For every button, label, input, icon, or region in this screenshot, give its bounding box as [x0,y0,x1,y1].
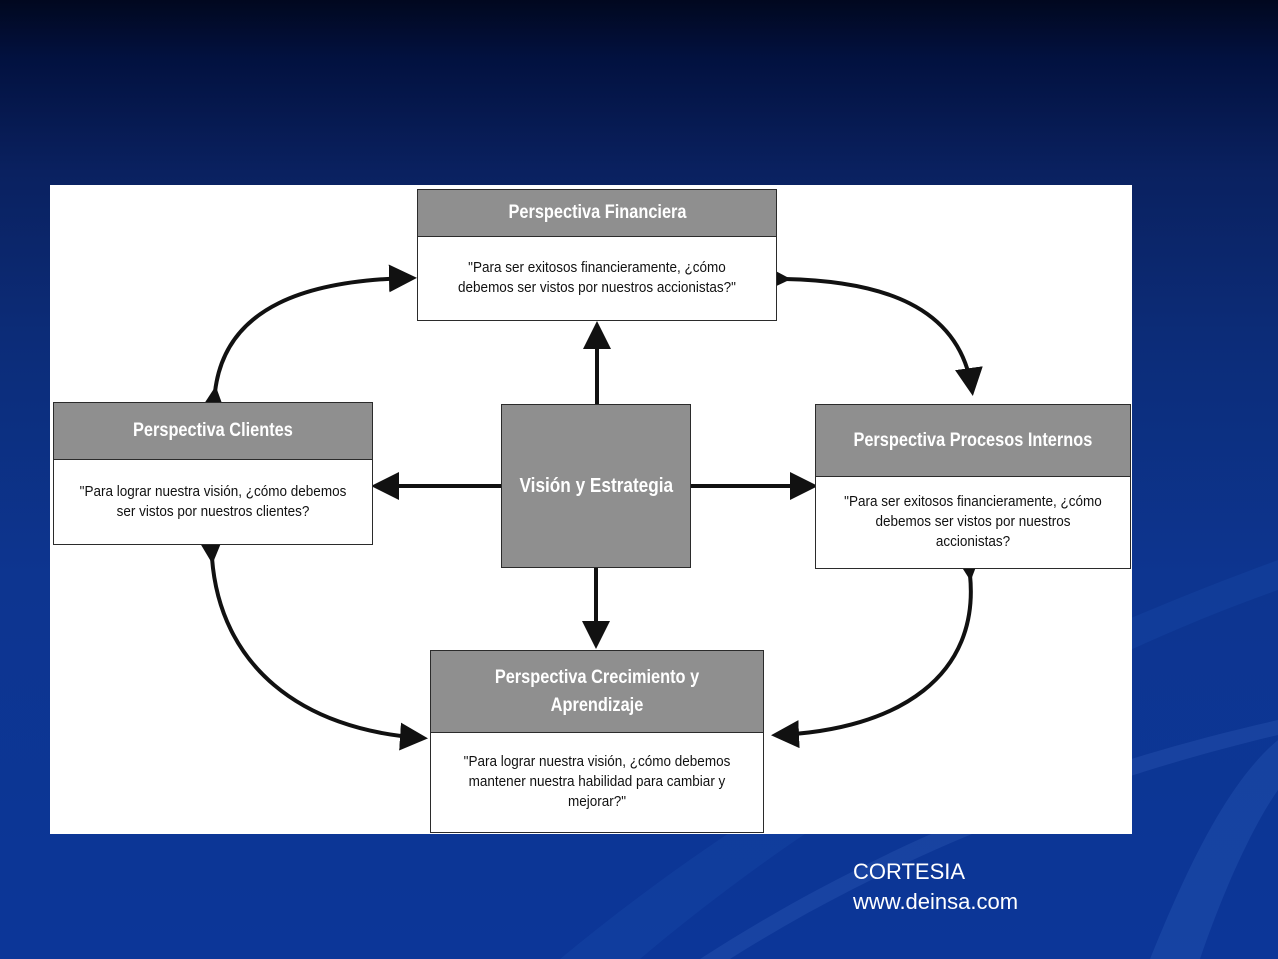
box-vision-estrategia: Visión y Estrategia [501,404,691,568]
arrow-procesos-crecimiento [771,551,982,749]
box-crecimiento-body: "Para lograr nuestra visión, ¿cómo debem… [431,733,763,830]
credit-text: CORTESIA www.deinsa.com [853,857,1018,917]
balanced-scorecard-diagram: Perspectiva Financiera "Para ser exitoso… [50,185,1132,834]
box-financiera-title-bar: Perspectiva Financiera [418,190,776,237]
box-perspectiva-procesos: Perspectiva Procesos Internos "Para ser … [815,404,1131,569]
credit-line-2: www.deinsa.com [853,889,1019,914]
box-clientes-body: "Para lograr nuestra visión, ¿cómo debem… [54,460,372,543]
box-crecimiento-question: "Para lograr nuestra visión, ¿cómo debem… [463,752,731,810]
box-crecimiento-title-bar: Perspectiva Crecimiento y Aprendizaje [431,651,763,733]
box-clientes-question: "Para lograr nuestra visión, ¿cómo debem… [79,482,347,520]
box-crecimiento-title: Perspectiva Crecimiento y Aprendizaje [494,666,700,716]
center-title: Visión y Estrategia [519,474,673,497]
box-procesos-body: "Para ser exitosos financieramente, ¿cóm… [816,477,1130,566]
arrow-clientes-crecimiento [196,535,428,751]
box-clientes-title-bar: Perspectiva Clientes [54,403,372,460]
box-procesos-title: Perspectiva Procesos Internos [853,429,1093,451]
box-perspectiva-clientes: Perspectiva Clientes "Para lograr nuestr… [53,402,373,545]
box-clientes-title: Perspectiva Clientes [133,420,293,441]
box-financiera-body: "Para ser exitosos financieramente, ¿cóm… [418,237,776,319]
diagram-arrows [196,264,983,751]
box-financiera-question: "Para ser exitosos financieramente, ¿cóm… [458,259,736,296]
box-perspectiva-crecimiento: Perspectiva Crecimiento y Aprendizaje "P… [430,650,764,833]
credit-line-1: CORTESIA [853,859,966,884]
box-perspectiva-financiera: Perspectiva Financiera "Para ser exitoso… [417,189,777,321]
arrow-financiera-procesos [762,264,983,396]
arrow-clientes-financiera [198,264,417,416]
box-procesos-title-bar: Perspectiva Procesos Internos [816,405,1130,477]
box-financiera-title: Perspectiva Financiera [507,202,687,223]
box-procesos-question: "Para ser exitosos financieramente, ¿cóm… [844,492,1102,550]
